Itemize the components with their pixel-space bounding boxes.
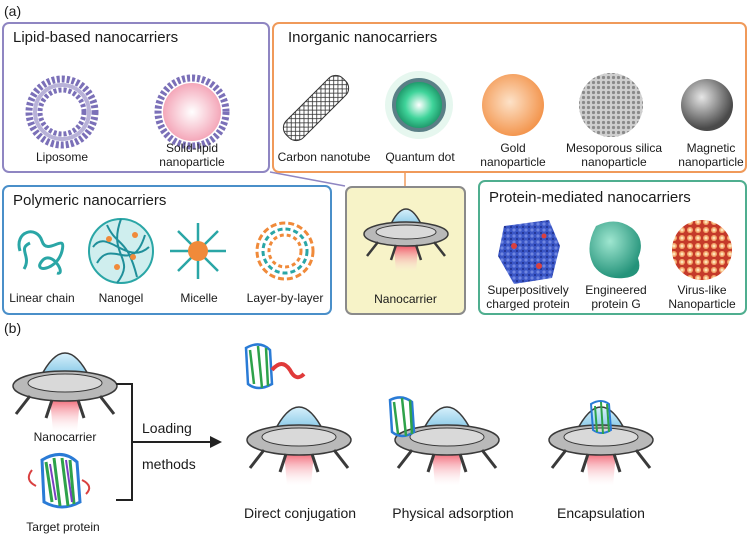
nanogel-icon: [88, 218, 154, 284]
magnetic-nanoparticle-label: Magnetic nanoparticle: [678, 141, 744, 169]
polymeric-box-title: Polymeric nanocarriers: [13, 192, 167, 209]
lipid-box-title: Lipid-based nanocarriers: [13, 29, 179, 46]
inorganic-box-title: Inorganic nanocarriers: [288, 29, 438, 46]
protein-box-title: Protein-mediated nanocarriers: [489, 189, 691, 206]
physical-adsorption-label: Physical adsorption: [392, 505, 514, 521]
layer-by-layer-icon: [255, 221, 315, 281]
virus-like-nanoparticle-label: Virus-like Nanoparticle: [668, 283, 736, 311]
micelle-label: Micelle: [180, 291, 218, 305]
quantum-dot-icon: [385, 71, 453, 139]
nanogel-label: Nanogel: [98, 291, 144, 305]
protein-nanocarriers-box: Protein-mediated nanocarriers Superposit…: [478, 180, 747, 315]
lipid-nanocarriers-box: Lipid-based nanocarriers Liposome Solid-…: [2, 22, 270, 173]
connector-lines: [269, 171, 406, 187]
solid-lipid-label: Solid-lipid nanoparticle: [159, 141, 225, 169]
loading-label: Loading: [142, 420, 192, 436]
carbon-nanotube-icon: [282, 74, 350, 142]
carbon-nanotube-label: Carbon nanotube: [277, 150, 371, 164]
gold-nanoparticle-label: Gold nanoparticle: [480, 141, 546, 169]
nanocarrier-center-box: Nanocarrier: [345, 186, 466, 315]
nanocarrier-b-label: Nanocarrier: [33, 430, 97, 444]
liposome-icon: [25, 75, 99, 149]
methods-label: methods: [142, 456, 196, 472]
target-protein-label: Target protein: [26, 520, 100, 534]
adsorbed-protein-icon: [388, 396, 416, 438]
direct-conjugation-label: Direct conjugation: [243, 505, 357, 521]
virus-like-nanoparticle-icon: [672, 220, 732, 280]
mesoporous-silica-label: Mesoporous silica nanoparticle: [565, 141, 663, 169]
micelle-icon: [170, 223, 226, 279]
solid-lipid-nanoparticle-icon: [154, 74, 230, 150]
engineered-protein-g-label: Engineered protein G: [585, 283, 647, 311]
nanocarrier-center-label: Nanocarrier: [374, 292, 437, 306]
panel-a-label: (a): [4, 3, 22, 19]
liposome-label: Liposome: [35, 150, 89, 164]
encapsulated-protein-icon: [589, 400, 613, 435]
nanocarrier-ufo-b-icon: [11, 351, 119, 434]
quantum-dot-label: Quantum dot: [385, 150, 455, 164]
supercharged-protein-label: Superpositively charged protein: [486, 283, 570, 311]
mesoporous-silica-icon: [579, 73, 643, 137]
magnetic-nanoparticle-icon: [681, 79, 733, 131]
encapsulation-label: Encapsulation: [557, 505, 645, 521]
conjugated-protein-icon: [244, 343, 306, 390]
gold-nanoparticle-icon: [482, 74, 544, 136]
target-protein-icon: [27, 453, 91, 509]
linear-chain-icon: [17, 230, 65, 275]
linear-chain-label: Linear chain: [9, 291, 75, 305]
engineered-protein-g-icon: [589, 221, 641, 279]
supercharged-protein-icon: [498, 220, 560, 284]
layer-by-layer-label: Layer-by-layer: [246, 291, 324, 305]
panel-b-label: (b): [4, 320, 22, 336]
nanocarrier-ufo-icon: [363, 208, 449, 272]
inorganic-nanocarriers-box: Inorganic nanocarriers Carbon nanotube Q…: [272, 22, 747, 173]
polymeric-nanocarriers-box: Polymeric nanocarriers Linear chain Nano…: [2, 185, 332, 315]
ufo-direct-conjugation-icon: [245, 405, 353, 488]
loading-bracket-arrow: [116, 383, 222, 501]
